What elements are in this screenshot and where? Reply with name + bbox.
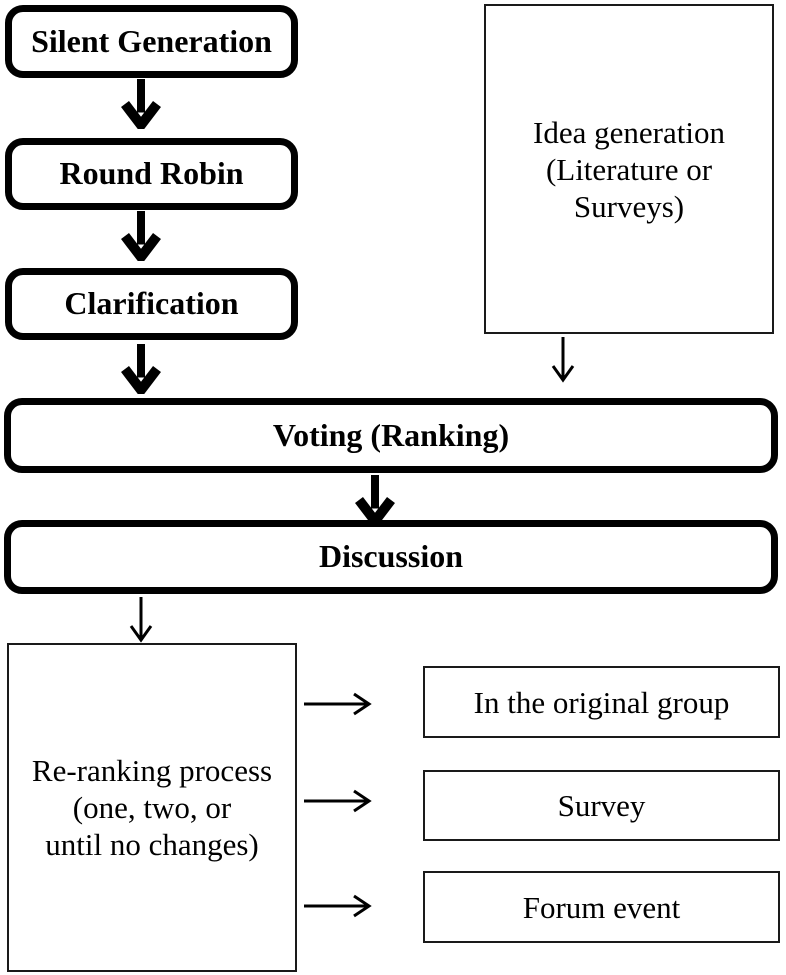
node-re-ranking: Re-ranking process (one, two, or until n… xyxy=(7,643,297,972)
node-forum-event-label: Forum event xyxy=(522,889,681,925)
node-discussion-label: Discussion xyxy=(318,538,464,575)
arrow-right-thin-icon-2 xyxy=(304,789,372,813)
node-round-robin: Round Robin xyxy=(5,138,298,210)
arrow-right-thin-icon-1 xyxy=(304,692,372,716)
node-forum-event: Forum event xyxy=(423,871,780,943)
node-survey-label: Survey xyxy=(557,788,646,823)
arrow-down-thick-icon-2 xyxy=(121,211,161,261)
arrow-down-thick-icon-3 xyxy=(121,344,161,394)
node-voting-ranking: Voting (Ranking) xyxy=(4,398,778,473)
node-idea-generation: Idea generation (Literature or Surveys) xyxy=(484,4,774,334)
node-survey: Survey xyxy=(423,770,780,841)
node-idea-generation-line1: Idea generation xyxy=(533,114,725,150)
node-silent-generation: Silent Generation xyxy=(5,5,298,78)
node-in-original-group-label: In the original group xyxy=(473,684,730,720)
node-discussion: Discussion xyxy=(4,520,778,594)
node-round-robin-label: Round Robin xyxy=(59,155,244,192)
arrow-down-thick-icon-1 xyxy=(121,79,161,129)
arrow-down-thick-icon-4 xyxy=(355,475,395,525)
arrow-right-thin-icon-3 xyxy=(304,894,372,918)
node-clarification: Clarification xyxy=(5,268,298,340)
node-re-ranking-line2: (one, two, or xyxy=(72,790,232,825)
node-re-ranking-line3: until no changes) xyxy=(45,827,259,862)
node-re-ranking-line1: Re-ranking process xyxy=(31,753,273,788)
node-in-original-group: In the original group xyxy=(423,666,780,738)
node-clarification-label: Clarification xyxy=(64,285,239,322)
arrow-down-thin-icon-1 xyxy=(551,337,575,383)
node-idea-generation-line2: (Literature or xyxy=(545,151,713,187)
arrow-down-thin-icon-2 xyxy=(129,597,153,643)
node-idea-generation-line3: Surveys) xyxy=(573,188,685,224)
node-voting-ranking-label: Voting (Ranking) xyxy=(272,416,510,453)
node-silent-generation-label: Silent Generation xyxy=(31,22,272,59)
